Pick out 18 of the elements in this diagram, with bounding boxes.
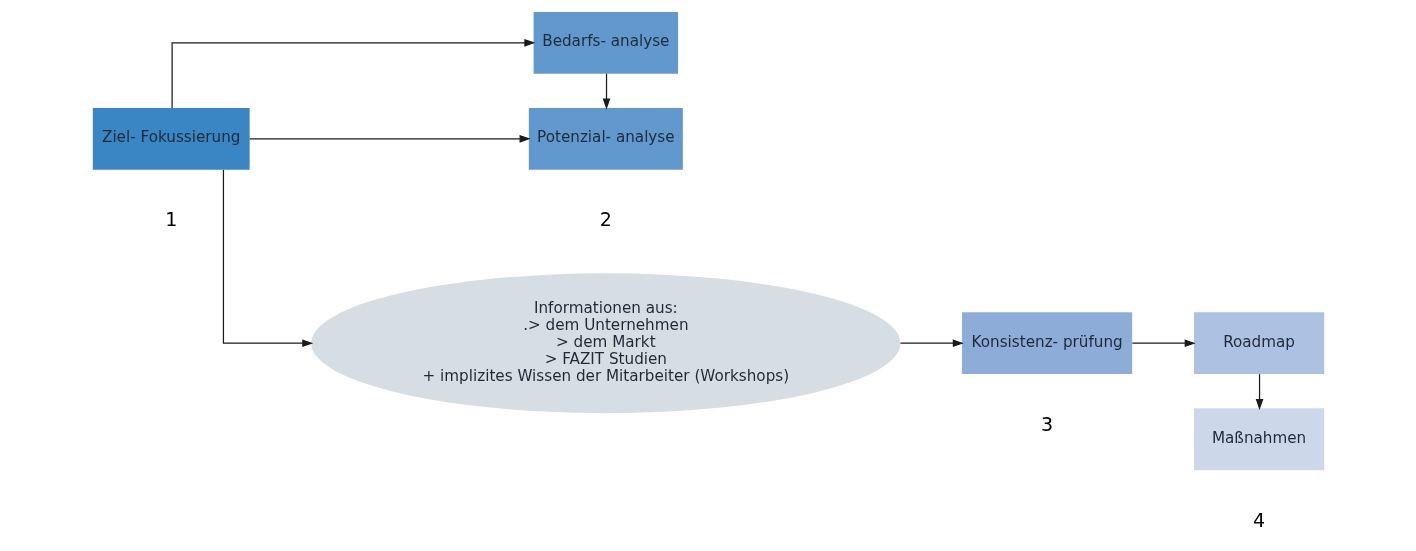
node-box: Ziel- Fokussierung xyxy=(92,107,250,170)
arrow xyxy=(1131,339,1196,348)
node-box: Konsistenz- prüfung xyxy=(961,312,1132,375)
arrow xyxy=(248,135,531,143)
node-label: 1 xyxy=(164,208,177,231)
node-box: Bedarfs- analyse xyxy=(533,11,678,74)
node-label: 3 xyxy=(1040,412,1053,435)
node-ellipse: Informationen aus: .> dem Unternehmen > dem Markt > FAZIT Studien + implizites Wissen der Mitarbeiter (Workshops) xyxy=(310,273,900,414)
arrow xyxy=(222,169,313,348)
node-box: Roadmap xyxy=(1193,312,1324,375)
node-box: Potenzial- analyse xyxy=(528,107,683,170)
arrow xyxy=(899,339,964,348)
arrow xyxy=(171,38,535,109)
node-label: 2 xyxy=(599,208,612,231)
arrow xyxy=(1255,373,1263,410)
arrow xyxy=(602,73,610,110)
node-label: 4 xyxy=(1252,508,1265,531)
node-box: Maßnahmen xyxy=(1193,408,1324,471)
